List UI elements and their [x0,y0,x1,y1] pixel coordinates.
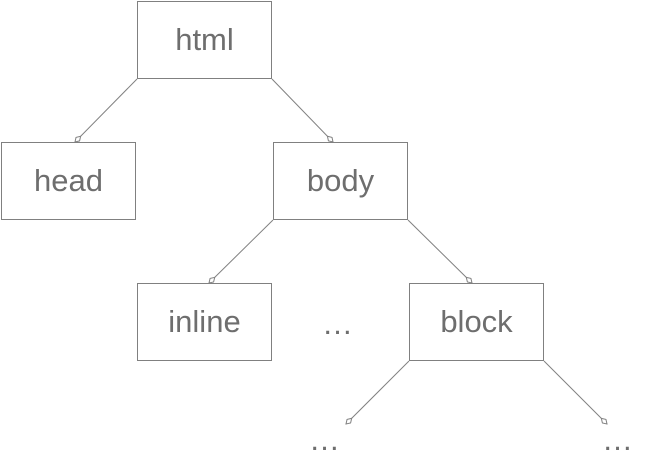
node-inline: inline [137,283,272,361]
edge-body-inline [209,219,274,283]
edge-html-body [271,78,333,142]
ellipsis-block-right-child: … [602,422,634,457]
node-html: html [137,1,272,79]
node-body: body [273,142,408,220]
node-block: block [409,283,544,361]
edge-block-left-child [346,360,410,424]
node-block-label: block [440,304,513,339]
node-html-label: html [175,22,234,57]
ellipsis-middle: … [322,306,354,341]
node-inline-label: inline [168,304,241,339]
edge-html-head [75,78,138,142]
node-head-label: head [34,163,103,198]
ellipsis-block-left-child: … [309,422,341,457]
node-body-label: body [306,163,375,198]
node-head: head [1,142,136,220]
edge-block-right-child [543,360,607,424]
edge-body-block [407,219,472,283]
